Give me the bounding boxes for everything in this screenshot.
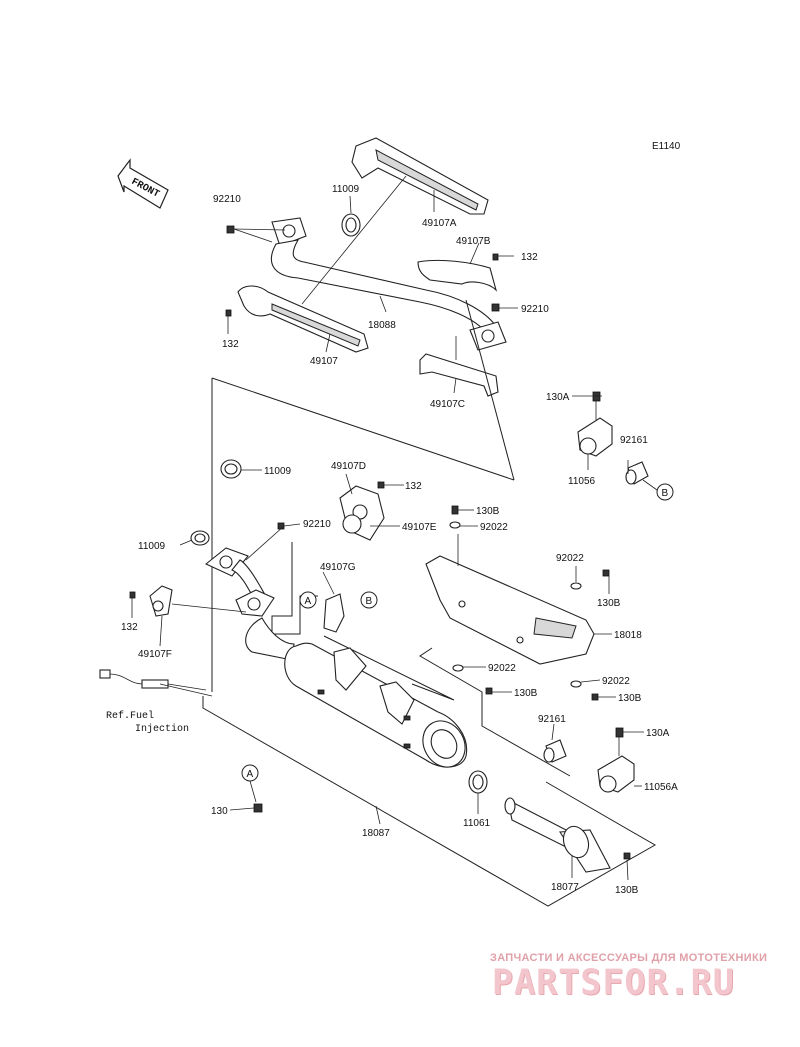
svg-text:49107E: 49107E [402, 522, 437, 533]
svg-text:49107: 49107 [310, 356, 338, 367]
heat-cover-49107C [419, 353, 499, 397]
svg-text:11009: 11009 [138, 541, 166, 552]
heat-cover-49107A [351, 137, 489, 215]
exhaust-pipe-18088 [271, 217, 507, 351]
svg-text:B: B [366, 596, 373, 607]
svg-text:B: B [662, 488, 669, 499]
svg-text:18018: 18018 [614, 630, 642, 641]
svg-text:92161: 92161 [620, 435, 648, 446]
muffler-18087 [245, 617, 468, 768]
svg-text:130B: 130B [476, 506, 500, 517]
svg-text:92210: 92210 [521, 304, 549, 315]
svg-text:130B: 130B [597, 598, 621, 609]
bracket-11056 [577, 391, 613, 457]
svg-text:92022: 92022 [602, 676, 630, 687]
tail-pipe-18077 [504, 797, 631, 873]
diagram-code: E1140 [652, 141, 681, 152]
upper-leaders [227, 175, 518, 394]
cover-49107G [323, 593, 345, 633]
callout-B-right: B [656, 483, 674, 501]
svg-text:92022: 92022 [480, 522, 508, 533]
svg-text:11009: 11009 [264, 466, 292, 477]
svg-text:11061: 11061 [463, 818, 491, 829]
bolt-130-lower [253, 803, 263, 813]
callout-A-mid: A [299, 591, 317, 609]
bolt-132-top [492, 253, 499, 261]
svg-text:11056: 11056 [568, 476, 596, 487]
lower-leaders [131, 395, 658, 881]
svg-text:132: 132 [405, 481, 422, 492]
heat-cover-49107 [237, 285, 369, 353]
part-labels: 92210 11009 49107A 49107B 132 92210 1808… [106, 184, 678, 896]
watermark-tagline: ЗАПЧАСТИ И АКСЕССУАРЫ ДЛЯ МОТОТЕХНИКИ [490, 952, 768, 964]
oxygen-sensor [99, 669, 207, 691]
svg-text:130: 130 [211, 806, 228, 817]
svg-text:18077: 18077 [551, 882, 579, 893]
svg-text:49107C: 49107C [430, 399, 465, 410]
svg-text:132: 132 [521, 252, 538, 263]
front-pipe-flange [204, 522, 285, 617]
svg-text:92210: 92210 [213, 194, 241, 205]
heat-shield-18018 [425, 555, 595, 665]
assembly-frame [202, 299, 657, 907]
svg-text:92161: 92161 [538, 714, 566, 725]
svg-text:11009: 11009 [332, 184, 360, 195]
bolt-132-left [225, 309, 232, 317]
svg-text:11056A: 11056A [644, 782, 678, 793]
fasteners-mid-right [449, 505, 610, 701]
callout-B-mid: B [360, 591, 378, 609]
callout-A-lower: A [241, 764, 259, 782]
svg-text:49107B: 49107B [456, 236, 491, 247]
svg-text:18088: 18088 [368, 320, 396, 331]
svg-text:130B: 130B [618, 693, 642, 704]
svg-text:49107D: 49107D [331, 461, 366, 472]
cover-49107F [129, 585, 173, 617]
svg-text:92022: 92022 [556, 553, 584, 564]
svg-text:49107A: 49107A [422, 218, 457, 229]
nut-92210-right [491, 303, 500, 312]
svg-text:130B: 130B [615, 885, 639, 896]
svg-text:132: 132 [222, 339, 239, 350]
damper-92161-top [625, 461, 649, 485]
front-arrow-icon: FRONT [117, 158, 169, 209]
svg-text:49107G: 49107G [320, 562, 356, 573]
watermark-brand-logo: PARTSFOR.RU [492, 963, 735, 1003]
svg-text:Ref.Fuel: Ref.Fuel [106, 710, 154, 722]
svg-text:A: A [305, 596, 312, 607]
svg-text:92210: 92210 [303, 519, 331, 530]
svg-text:92022: 92022 [488, 663, 516, 674]
svg-text:Injection: Injection [135, 723, 189, 735]
svg-text:49107F: 49107F [138, 649, 172, 660]
svg-text:130A: 130A [646, 728, 670, 739]
svg-text:130B: 130B [514, 688, 538, 699]
svg-text:130A: 130A [546, 392, 570, 403]
bracket-11056A [597, 727, 635, 793]
nut-92210-top [226, 225, 235, 234]
heat-cover-49107B [417, 259, 498, 292]
svg-text:18087: 18087 [362, 828, 390, 839]
svg-text:A: A [247, 769, 254, 780]
cover-49107D-49107E [339, 481, 385, 541]
damper-92161-lower [543, 739, 567, 763]
svg-text:132: 132 [121, 622, 138, 633]
